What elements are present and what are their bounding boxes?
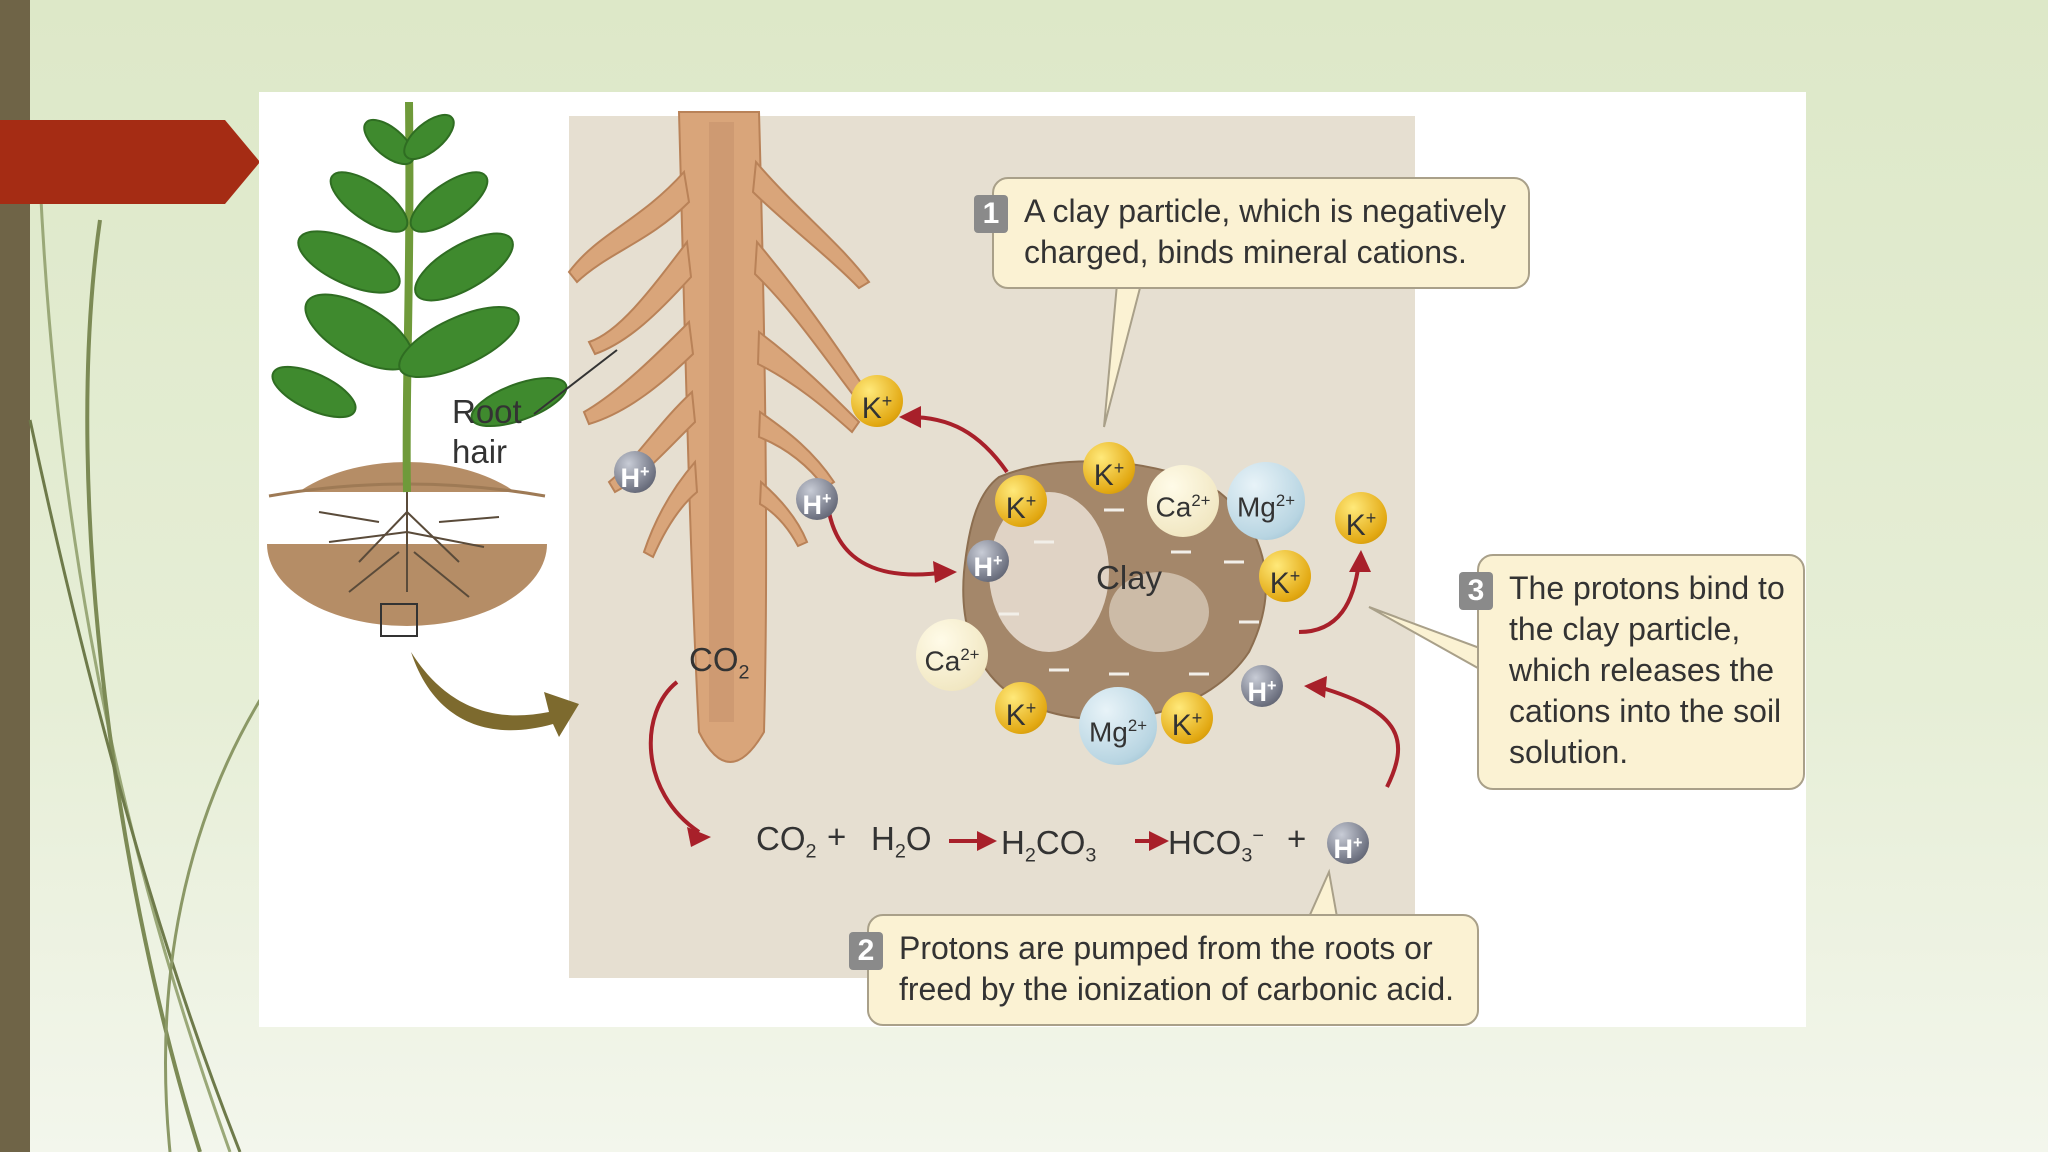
potassium-ion: K+ <box>995 682 1047 734</box>
callout-3-text: The protons bind to the clay particle, w… <box>1509 570 1785 770</box>
potassium-ion: K+ <box>1161 692 1213 744</box>
calcium-ion: Ca2+ <box>1147 465 1219 537</box>
negative-charges <box>999 508 1259 676</box>
hydrogen-ion: H+ <box>796 478 838 520</box>
magnesium-ion: Mg2+ <box>1079 687 1157 765</box>
equation-h2o: H2O <box>871 820 932 863</box>
potassium-ion: K+ <box>851 375 903 427</box>
equation-plus: + <box>827 818 847 855</box>
arrow-tab <box>0 120 260 204</box>
clay-label: Clay <box>1096 559 1163 596</box>
figure-panel: Root hair Clay CO2 1 A clay particle, wh… <box>259 92 1806 1027</box>
arrowheads <box>687 406 1371 851</box>
co2-root-label: CO2 <box>689 641 750 684</box>
hydrogen-ion: H+ <box>614 451 656 493</box>
hydrogen-ion: H+ <box>967 540 1009 582</box>
potassium-ion: K+ <box>1335 492 1387 544</box>
callout-1-text: A clay particle, which is negatively cha… <box>1024 193 1506 270</box>
equation-plus: + <box>1287 820 1307 857</box>
callout-1-number: 1 <box>974 195 1008 233</box>
callout-2-number: 2 <box>849 932 883 970</box>
potassium-ion: K+ <box>1083 442 1135 494</box>
zoom-box <box>380 603 418 637</box>
magnesium-ion: Mg2+ <box>1227 462 1305 540</box>
root-hair-label: Root hair <box>452 393 522 470</box>
decorative-curves <box>28 179 262 1152</box>
callout-1: 1 A clay particle, which is negatively c… <box>974 177 1530 289</box>
equation-co2: CO2 <box>756 820 817 863</box>
calcium-ion: Ca2+ <box>916 619 988 691</box>
plant-leaves <box>271 113 568 428</box>
root-hair-pointer <box>533 349 618 415</box>
hydrogen-ion: H+ <box>1327 822 1369 864</box>
equation-hco3: HCO3− <box>1168 824 1264 867</box>
plant-roots <box>318 492 500 598</box>
potassium-ion: K+ <box>995 475 1047 527</box>
callout-3: 3 The protons bind to the clay particle,… <box>1459 554 1805 790</box>
equation-h2co3: H2CO3 <box>1001 824 1097 867</box>
zoom-arrow <box>411 652 579 737</box>
plant-stem <box>402 101 414 493</box>
callout-2-text: Protons are pumped from the roots or fre… <box>899 930 1454 1007</box>
callout-2: 2 Protons are pumped from the roots or f… <box>849 914 1479 1026</box>
potassium-ion: K+ <box>1259 550 1311 602</box>
callout-3-number: 3 <box>1459 572 1493 610</box>
hydrogen-ion: H+ <box>1241 665 1283 707</box>
